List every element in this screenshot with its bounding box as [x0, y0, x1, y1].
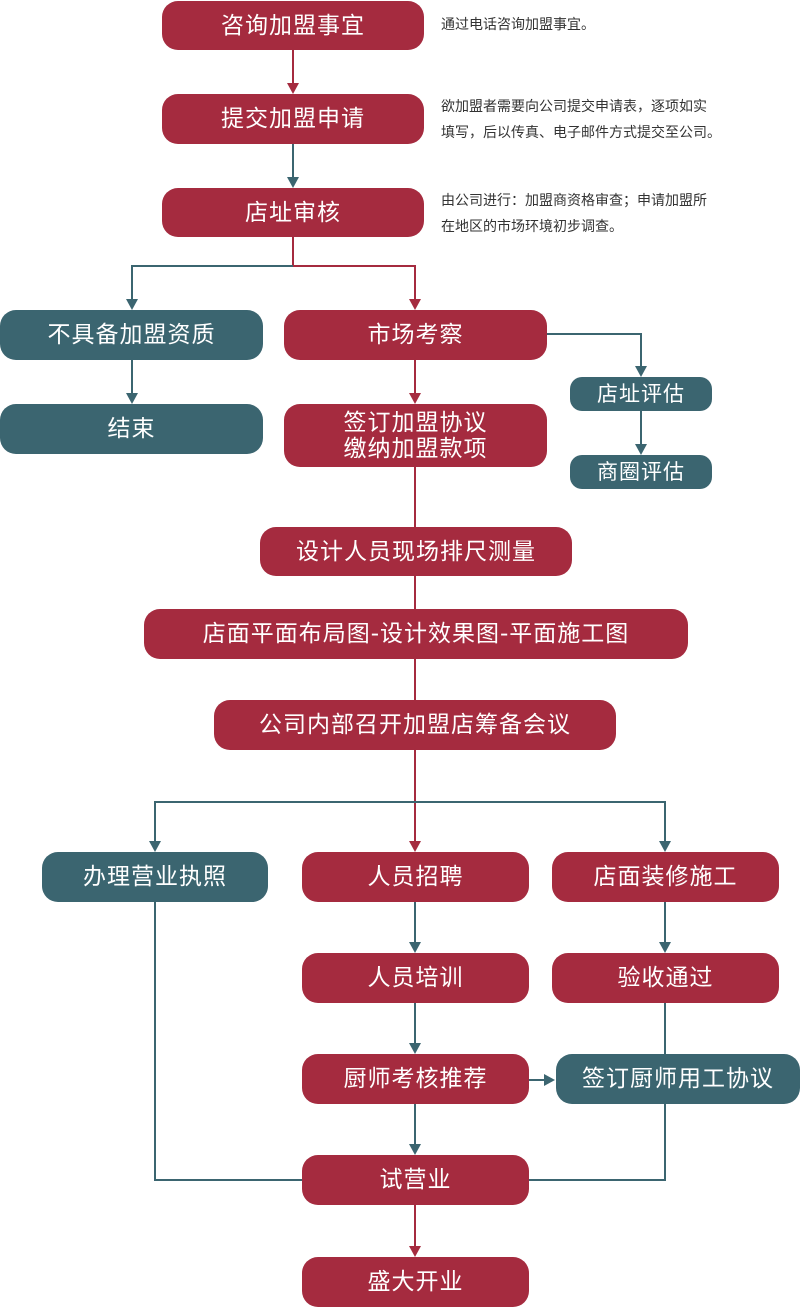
step-not-qualified[interactable]: 不具备加盟资质 — [0, 310, 263, 360]
step-site-evaluation[interactable]: 店址评估 — [570, 377, 712, 411]
step-acceptance[interactable]: 验收通过 — [552, 953, 779, 1003]
step-chef-contract[interactable]: 签订厨师用工协议 — [556, 1054, 800, 1104]
step-prep-meeting[interactable]: 公司内部召开加盟店筹备会议 — [214, 700, 616, 750]
arrow-down-icon — [409, 299, 421, 310]
arrow-down-icon — [409, 1246, 421, 1257]
note-apply: 欲加盟者需要向公司提交申请表，逐项如实 填写，后以传真、电子邮件方式提交至公司。 — [441, 99, 721, 141]
arrow-down-icon — [409, 1144, 421, 1155]
step-recruitment[interactable]: 人员招聘 — [302, 852, 529, 902]
arrow-down-icon — [287, 83, 299, 94]
step-chef-assessment[interactable]: 厨师考核推荐 — [302, 1054, 529, 1104]
step-market-survey[interactable]: 市场考察 — [284, 310, 547, 360]
arrow-down-icon — [635, 444, 647, 455]
connector-contract-trial — [529, 1104, 666, 1181]
step-onsite-measure[interactable]: 设计人员现场排尺测量 — [260, 527, 572, 576]
arrow-down-icon — [635, 366, 647, 377]
step-renovation[interactable]: 店面装修施工 — [552, 852, 779, 902]
step-sign-agreement[interactable]: 签订加盟协议 缴纳加盟款项 — [284, 404, 547, 467]
arrow-down-icon — [126, 393, 138, 404]
arrow-down-icon — [409, 393, 421, 404]
connector-market-siteeval — [547, 333, 642, 367]
connector-license-trial — [154, 902, 302, 1181]
step-training[interactable]: 人员培训 — [302, 953, 529, 1003]
step-site-review[interactable]: 店址审核 — [162, 188, 424, 237]
connector-meeting-split — [154, 801, 666, 842]
connector-review-notqualified — [131, 265, 293, 300]
arrow-down-icon — [409, 841, 421, 852]
step-business-license[interactable]: 办理营业执照 — [42, 852, 268, 902]
note-site-review: 由公司进行：加盟商资格审查；申请加盟所 在地区的市场环境初步调查。 — [441, 193, 707, 235]
arrow-down-icon — [659, 942, 671, 953]
arrow-down-icon — [149, 841, 161, 852]
step-trial-operation[interactable]: 试营业 — [302, 1155, 529, 1205]
step-drawings[interactable]: 店面平面布局图-设计效果图-平面施工图 — [144, 609, 688, 659]
step-trade-area-evaluation[interactable]: 商圈评估 — [570, 455, 712, 489]
arrow-down-icon — [287, 177, 299, 188]
arrow-down-icon — [126, 299, 138, 310]
step-consult[interactable]: 咨询加盟事宜 — [162, 1, 424, 50]
step-end[interactable]: 结束 — [0, 404, 263, 454]
step-grand-opening[interactable]: 盛大开业 — [302, 1257, 529, 1307]
note-consult: 通过电话咨询加盟事宜。 — [441, 17, 595, 33]
arrow-right-icon — [544, 1074, 555, 1086]
connector-review-market — [293, 265, 416, 300]
arrow-down-icon — [409, 1043, 421, 1054]
arrow-down-icon — [409, 942, 421, 953]
step-apply[interactable]: 提交加盟申请 — [162, 94, 424, 144]
arrow-down-icon — [659, 841, 671, 852]
